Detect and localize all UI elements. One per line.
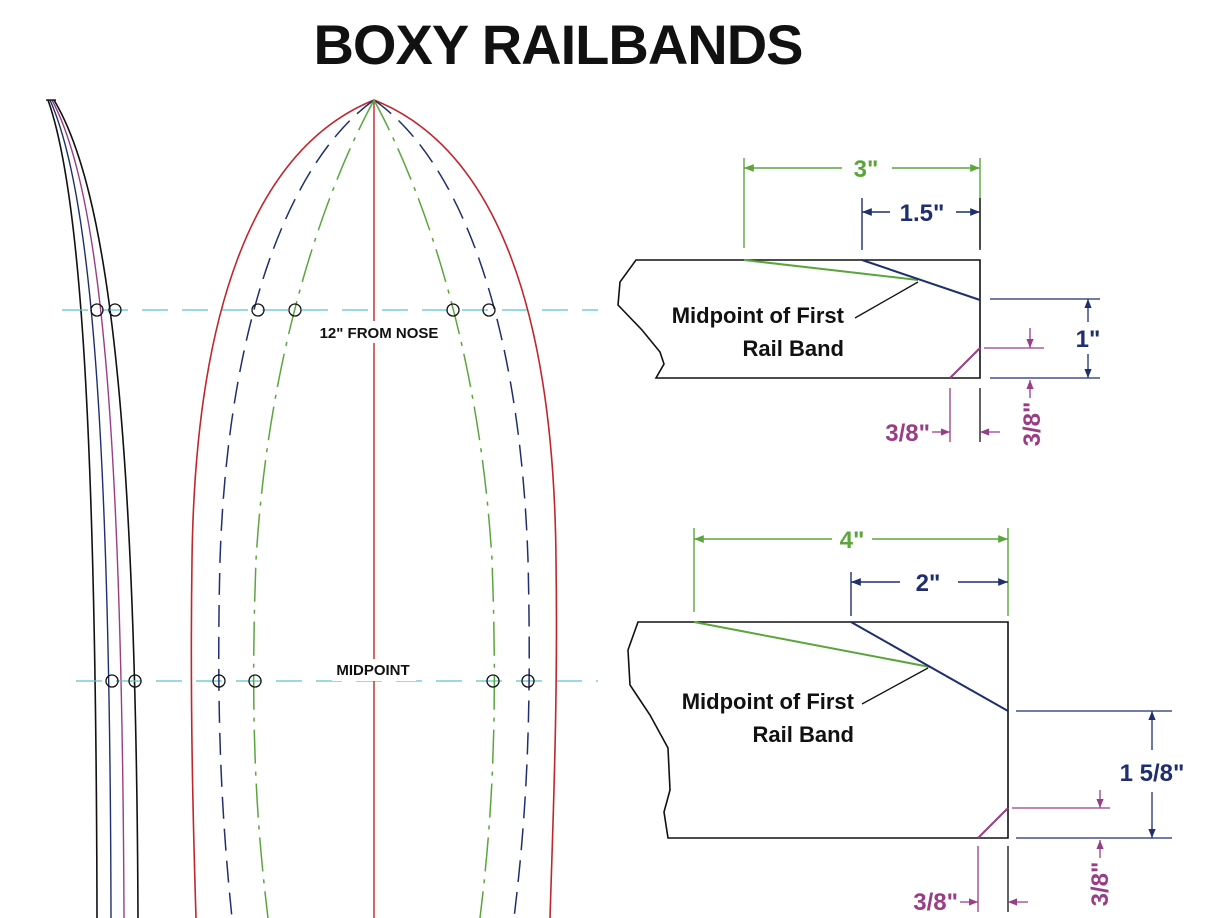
reference-points — [90, 303, 535, 688]
section-2-corner-bevel — [977, 807, 1009, 839]
section-2-inner-width: 2" — [916, 570, 941, 597]
outline-second-rail-band-green — [252, 99, 496, 918]
point-marker — [212, 674, 226, 688]
point-marker — [288, 303, 302, 317]
label-backdrop — [318, 321, 440, 343]
side-profile-navy-line — [49, 99, 112, 918]
side-profile-outer-line — [47, 99, 98, 918]
section-2-leader — [861, 667, 929, 705]
label-backdrop — [332, 659, 416, 681]
label-midpoint: MIDPOINT — [336, 662, 409, 679]
point-marker — [248, 674, 262, 688]
section-2-outer-width: 4" — [840, 527, 865, 554]
section-1-inner-width: 1.5" — [900, 200, 945, 227]
point-marker — [486, 674, 500, 688]
section-2-navy-bevel — [850, 621, 1009, 712]
outline-first-rail-band-navy — [217, 99, 530, 918]
section-1-note-line1: Midpoint of First — [672, 303, 845, 328]
rail-section-2: 4" 2" 1 5/8" 3/8" 3/8" Midpoint of First… — [627, 527, 1185, 916]
section-1-corner-horizontal: 3/8" — [885, 420, 930, 447]
side-profile-inner-line — [53, 99, 139, 918]
side-profile — [46, 99, 139, 918]
board-outline — [190, 99, 558, 918]
section-1-green-bevel — [743, 259, 919, 281]
page-title: BOXY RAILBANDS — [313, 13, 802, 76]
point-marker — [482, 303, 496, 317]
point-marker — [446, 303, 460, 317]
section-2-note-line2: Rail Band — [753, 722, 854, 747]
section-2-outline — [627, 621, 1009, 839]
point-marker — [105, 674, 119, 688]
section-1-height: 1" — [1076, 326, 1101, 353]
section-1-corner-vertical: 3/8" — [1019, 402, 1046, 447]
section-2-corner-horizontal: 3/8" — [913, 889, 958, 916]
section-1-navy-bevel — [861, 259, 981, 301]
section-1-outer-width: 3" — [854, 156, 879, 183]
section-1-leader — [854, 281, 919, 319]
section-2-height: 1 5/8" — [1120, 760, 1185, 787]
section-1-outline — [617, 259, 981, 379]
point-marker — [128, 674, 142, 688]
label-12-from-nose: 12" FROM NOSE — [320, 325, 439, 342]
section-2-green-bevel — [693, 621, 931, 668]
point-marker — [251, 303, 265, 317]
section-1-note-line2: Rail Band — [743, 336, 844, 361]
section-1-corner-bevel — [949, 347, 981, 379]
point-marker — [90, 303, 104, 317]
point-marker — [108, 303, 122, 317]
rail-section-1: 3" 1.5" 1" 3/8" 3/8" Midpoint of First R… — [617, 156, 1101, 447]
side-profile-purple-line — [51, 99, 125, 918]
section-2-note-line1: Midpoint of First — [682, 689, 855, 714]
point-marker — [521, 674, 535, 688]
section-2-corner-vertical: 3/8" — [1087, 862, 1114, 907]
outline-red — [190, 99, 558, 918]
